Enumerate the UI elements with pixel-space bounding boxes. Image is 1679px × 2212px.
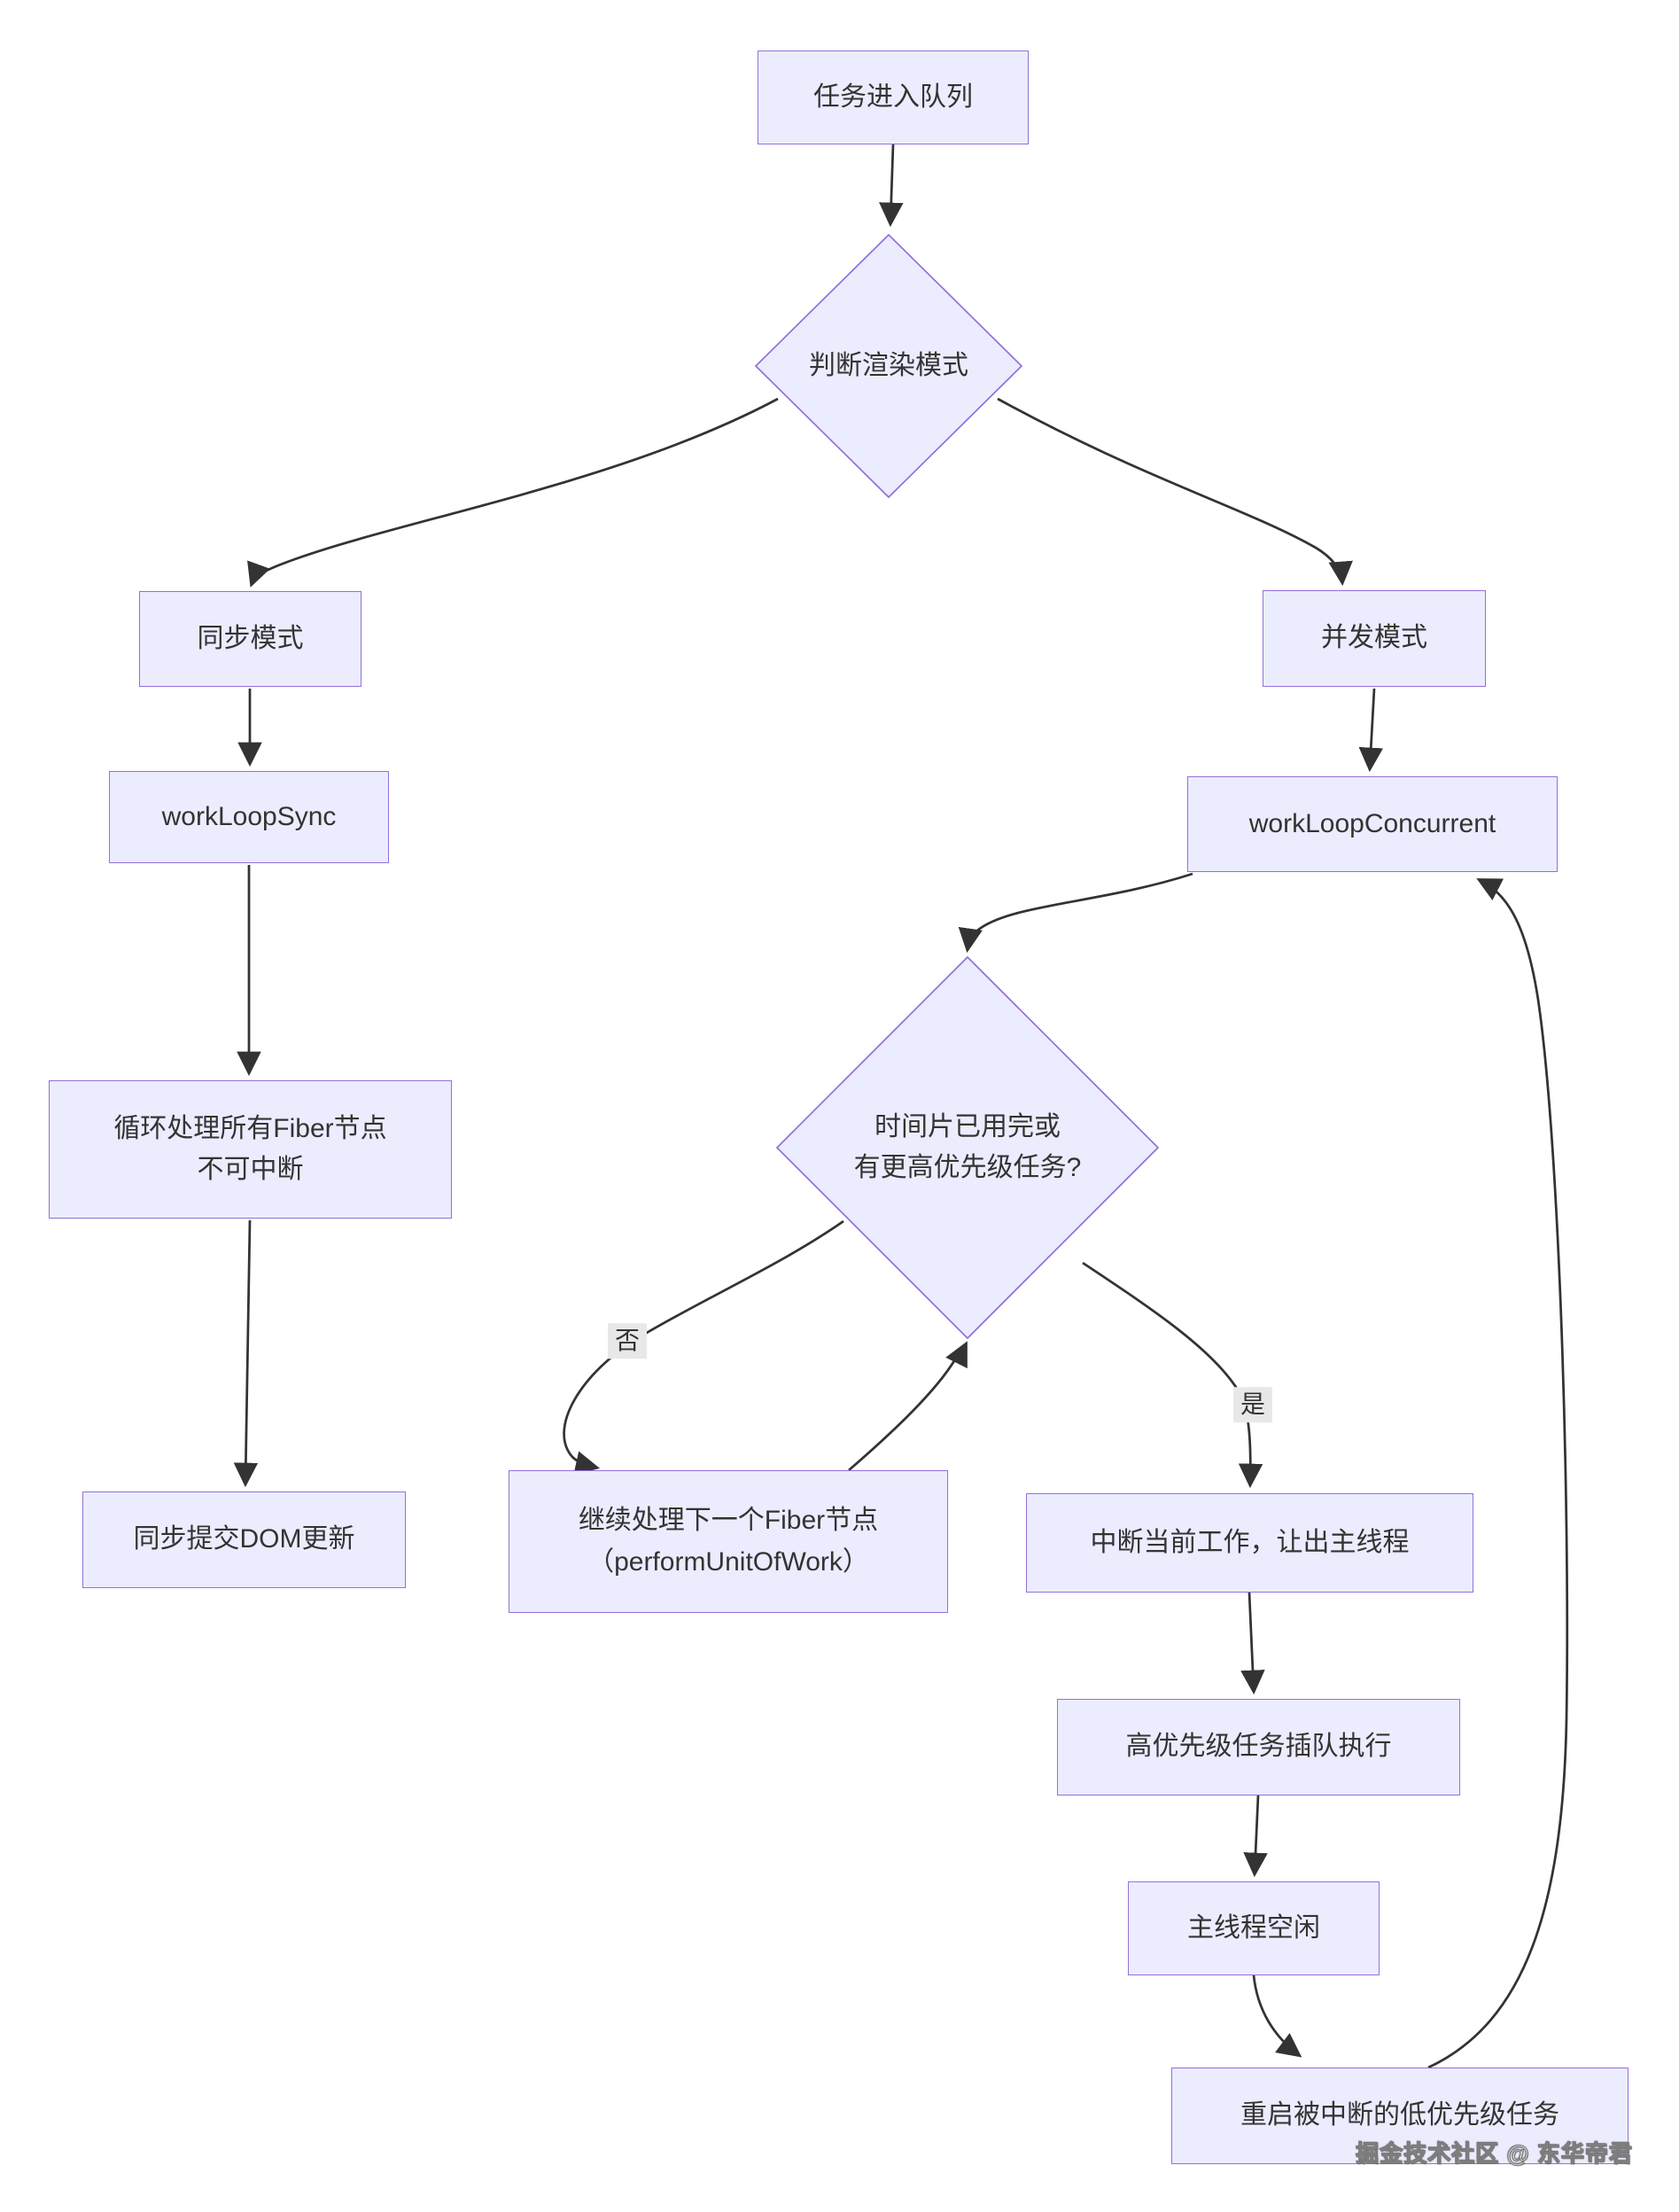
- edge-label-no: 否: [607, 1323, 648, 1359]
- edge-idle-to-restart: [1252, 1974, 1302, 2058]
- edge-workloopconcurrent-to-timeslice: [958, 872, 1193, 954]
- node-interrupt-work: 中断当前工作，让出主线程: [1026, 1493, 1473, 1593]
- node-sync-mode-label: 同步模式: [197, 623, 304, 653]
- edge-decide-to-sync-mode: [247, 397, 779, 588]
- node-workloopconcurrent: workLoopConcurrent: [1187, 776, 1558, 872]
- edge-concurrent-mode-to-workloopconcurrent: [1358, 688, 1384, 773]
- edge-timeslice-yes-to-interrupt: [1082, 1261, 1263, 1489]
- node-process-all-fiber-line2: 不可中断: [197, 1155, 304, 1184]
- node-concurrent-mode: 并发模式: [1263, 590, 1486, 687]
- node-sync-mode: 同步模式: [139, 591, 361, 687]
- watermark: 掘金技术社区 @ 东华帝君: [1356, 2139, 1633, 2167]
- diamond-timeslice-check: [775, 955, 1160, 1340]
- node-continue-next-fiber-line1: 继续处理下一个Fiber节点: [578, 1506, 879, 1535]
- edge-label-yes: 是: [1232, 1387, 1273, 1422]
- node-high-priority-jump: 高优先级任务插队执行: [1057, 1699, 1460, 1795]
- node-high-priority-jump-label: 高优先级任务插队执行: [1125, 1732, 1392, 1762]
- node-workloopconcurrent-label: workLoopConcurrent: [1248, 808, 1496, 838]
- node-enqueue: 任务进入队列: [758, 51, 1029, 144]
- edge-decide-to-concurrent-mode: [997, 397, 1353, 587]
- node-continue-next-fiber: 继续处理下一个Fiber节点 （performUnitOfWork）: [509, 1470, 948, 1613]
- node-main-thread-idle: 主线程空闲: [1128, 1881, 1380, 1975]
- node-restart-low-priority: 重启被中断的低优先级任务: [1171, 2068, 1628, 2164]
- node-restart-low-priority-label: 重启被中断的低优先级任务: [1240, 2100, 1559, 2130]
- edge-continue-back-to-timeslice: [848, 1341, 968, 1472]
- node-interrupt-work-label: 中断当前工作，让出主线程: [1090, 1527, 1410, 1557]
- node-concurrent-mode-label: 并发模式: [1321, 623, 1427, 653]
- node-commit-dom-label: 同步提交DOM更新: [133, 1524, 355, 1554]
- edge-restart-back-to-workloopconcurrent: [1427, 878, 1569, 2069]
- edge-interrupt-to-high-priority: [1240, 1592, 1265, 1695]
- edge-timeslice-no-to-continue: [563, 1219, 844, 1476]
- diamond-decide-mode: [754, 233, 1023, 499]
- node-workloopsync: workLoopSync: [109, 771, 389, 863]
- node-commit-dom: 同步提交DOM更新: [82, 1492, 406, 1588]
- edge-high-priority-to-idle: [1243, 1795, 1268, 1878]
- node-workloopsync-label: workLoopSync: [161, 801, 337, 831]
- node-continue-next-fiber-line2: （performUnitOfWork）: [587, 1546, 869, 1577]
- node-process-all-fiber: 循环处理所有Fiber节点 不可中断: [49, 1080, 452, 1219]
- node-process-all-fiber-line1: 循环处理所有Fiber节点: [113, 1113, 387, 1143]
- edge-enqueue-to-decide: [879, 144, 904, 228]
- edge-process-all-to-commit-dom: [233, 1219, 259, 1488]
- node-enqueue-label: 任务进入队列: [813, 82, 973, 112]
- node-main-thread-idle-label: 主线程空闲: [1187, 1912, 1320, 1943]
